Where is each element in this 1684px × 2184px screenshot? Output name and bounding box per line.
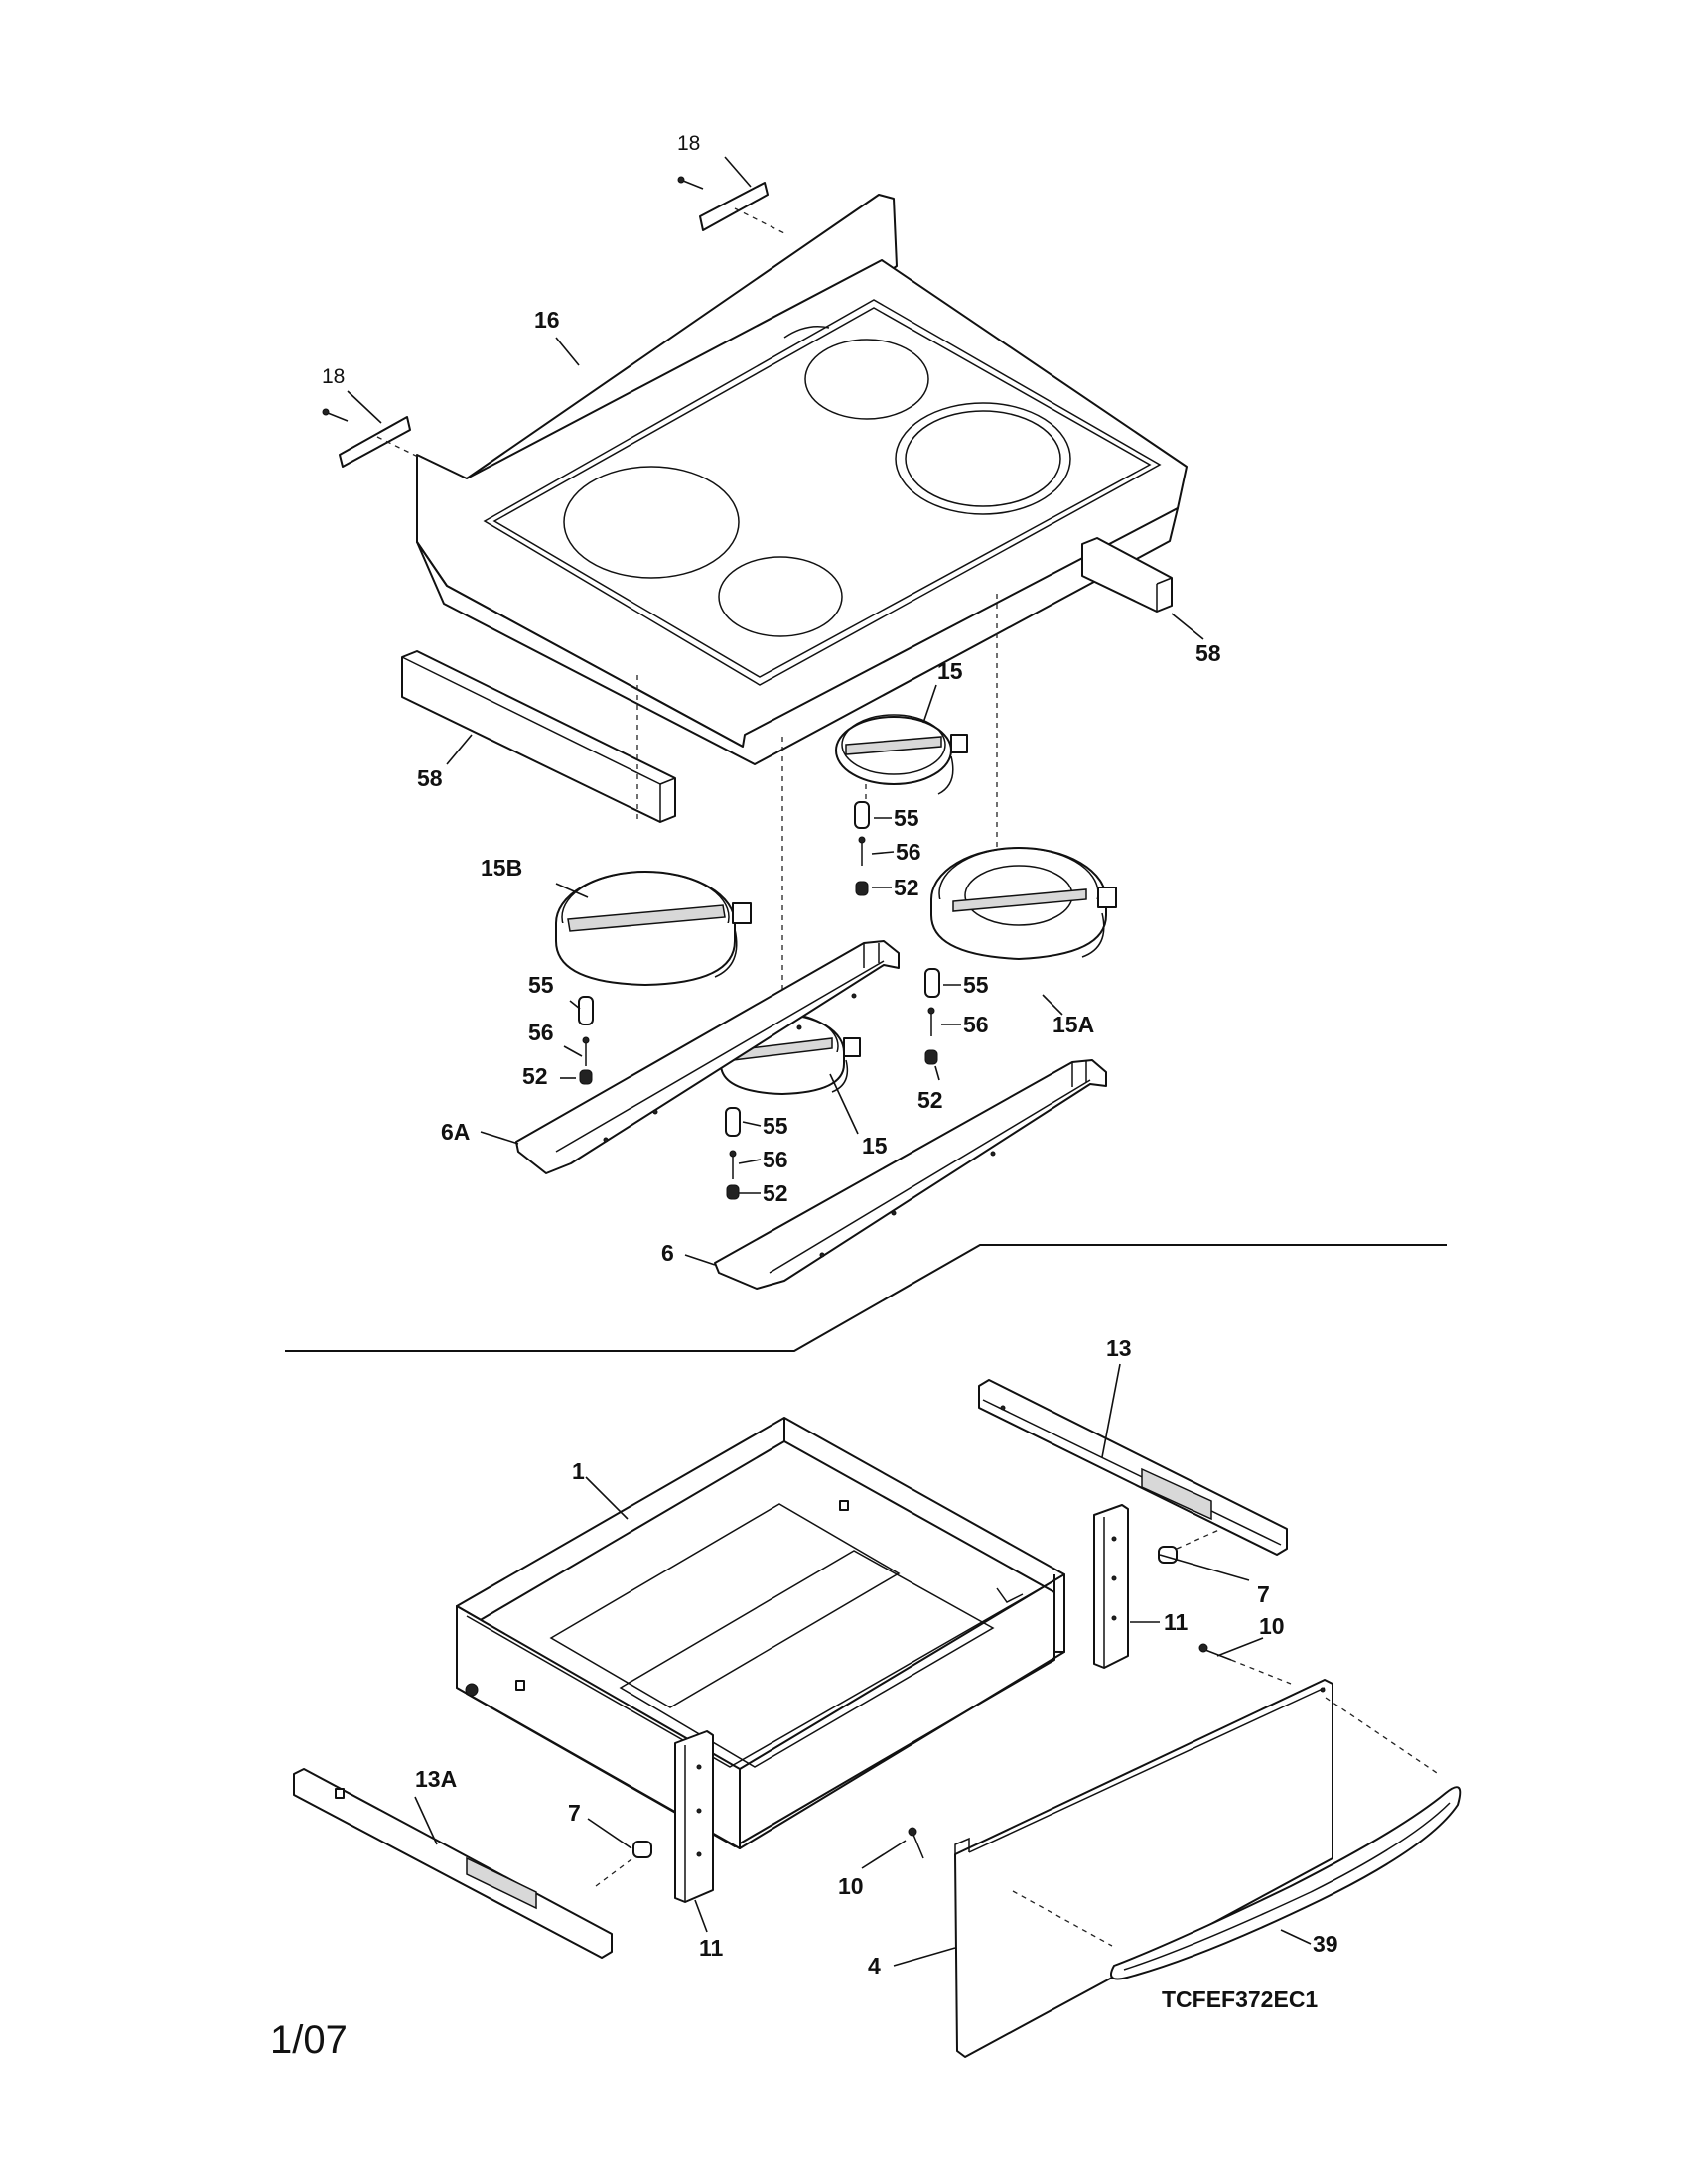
burner-left-rear-outline — [804, 339, 929, 420]
callout-18-left: 18 — [322, 365, 345, 388]
callout-6A: 6A — [441, 1119, 470, 1145]
callout-10-left: 10 — [838, 1873, 864, 1899]
callout-4: 4 — [868, 1953, 881, 1979]
callout-11-right: 11 — [1164, 1609, 1189, 1635]
burner-left-front-outline — [563, 466, 740, 579]
callout-56-lower: 56 — [763, 1147, 788, 1172]
callout-52-15B: 52 — [522, 1063, 548, 1089]
callout-11-left: 11 — [699, 1935, 724, 1961]
drawer-slide-rail-13 — [978, 1379, 1288, 1556]
section-divider — [285, 1244, 1447, 1352]
callout-15-upper: 15 — [937, 658, 963, 684]
callout-55-lower: 55 — [763, 1113, 788, 1139]
burner-right-front-outline — [718, 556, 843, 637]
drawer-screw-right — [1198, 1643, 1292, 1685]
standoff-hardware-group — [578, 801, 940, 1200]
callout-16: 16 — [534, 307, 560, 333]
hold-down-bracket-rear — [677, 176, 785, 234]
callout-7-right: 7 — [1257, 1581, 1270, 1607]
callout-55-upper: 55 — [894, 805, 919, 831]
callout-56-15B: 56 — [528, 1020, 554, 1045]
callout-58-left: 58 — [417, 765, 443, 791]
callout-56-15A: 56 — [963, 1012, 989, 1037]
callout-52-15A: 52 — [917, 1087, 943, 1113]
surface-element-15A — [930, 847, 1117, 960]
drawer-bracket-right — [1093, 1504, 1129, 1669]
callout-1: 1 — [572, 1458, 585, 1484]
callout-6: 6 — [661, 1240, 674, 1266]
surface-element-15-upper — [835, 714, 968, 795]
insulation-block-right — [1081, 537, 1173, 613]
hold-down-bracket-left — [322, 408, 423, 468]
drawer-box — [456, 1417, 1065, 1849]
drawer-handle — [1110, 1786, 1462, 1980]
callout-55-15B: 55 — [528, 972, 554, 998]
burner-right-rear-outline — [895, 402, 1071, 515]
callout-13A: 13A — [415, 1766, 457, 1792]
callout-55-15A: 55 — [963, 972, 989, 998]
cooktop-assembly — [416, 194, 1188, 765]
element-support-brace-6 — [714, 1059, 1107, 1290]
surface-element-15B — [555, 871, 752, 986]
callout-15A: 15A — [1052, 1012, 1094, 1037]
callout-7-left: 7 — [568, 1800, 581, 1826]
page-number: 1/07 — [270, 2018, 348, 2062]
callout-58-right: 58 — [1195, 640, 1221, 666]
callout-leaders — [347, 156, 1312, 1967]
callout-15B: 15B — [481, 855, 522, 881]
drawer-slide-rail-13A — [293, 1768, 613, 1959]
drawer-roller-left — [595, 1841, 652, 1887]
callout-15-lower: 15 — [862, 1133, 888, 1159]
drawer-screw-left — [908, 1827, 924, 1859]
drawer-bracket-left — [674, 1730, 714, 1903]
insulation-block-left — [401, 650, 676, 823]
callout-18-rear: 18 — [677, 132, 700, 155]
element-support-brace-6A — [515, 940, 900, 1174]
callout-10-right: 10 — [1259, 1613, 1285, 1639]
drawing-code: TCFEF372EC1 — [1162, 1986, 1318, 2012]
drawer-front-panel — [954, 1679, 1441, 2058]
callout-39: 39 — [1313, 1931, 1338, 1957]
callout-13: 13 — [1106, 1335, 1132, 1361]
callout-52-upper: 52 — [894, 875, 919, 900]
callout-labels: 18 18 16 58 58 15 15B 15A 15 55 56 52 55… — [322, 132, 1338, 1979]
callout-56-upper: 56 — [896, 839, 921, 865]
callout-52-lower: 52 — [763, 1180, 788, 1206]
